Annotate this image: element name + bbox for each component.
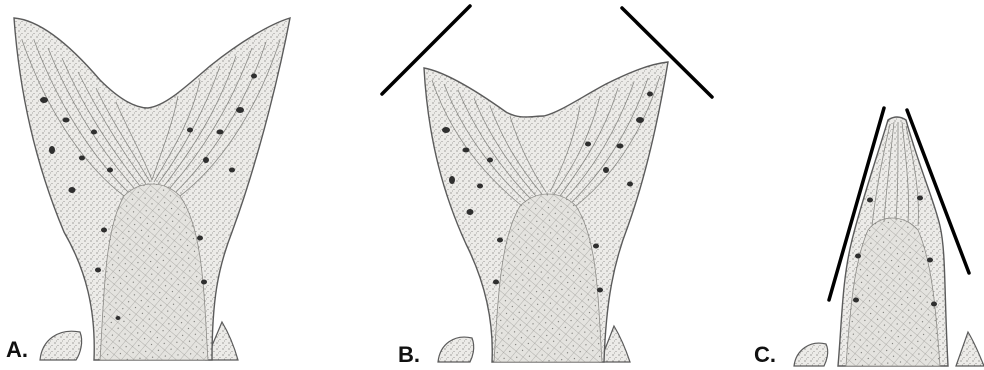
- panel-a-anal-fin: [40, 331, 82, 360]
- panel-b-anal-fin: [438, 337, 474, 362]
- panel-a-forked-tail: [14, 18, 290, 360]
- panel-c-label: C.: [754, 344, 776, 366]
- panel-c-adipose-fin: [956, 332, 984, 366]
- panel-b-label: B.: [398, 344, 420, 366]
- panel-c-pointed-tail: [794, 108, 984, 366]
- panel-c-anal-fin: [794, 343, 828, 366]
- panel-a-label: A.: [6, 339, 28, 361]
- panel-b-forked-tail: [382, 6, 712, 362]
